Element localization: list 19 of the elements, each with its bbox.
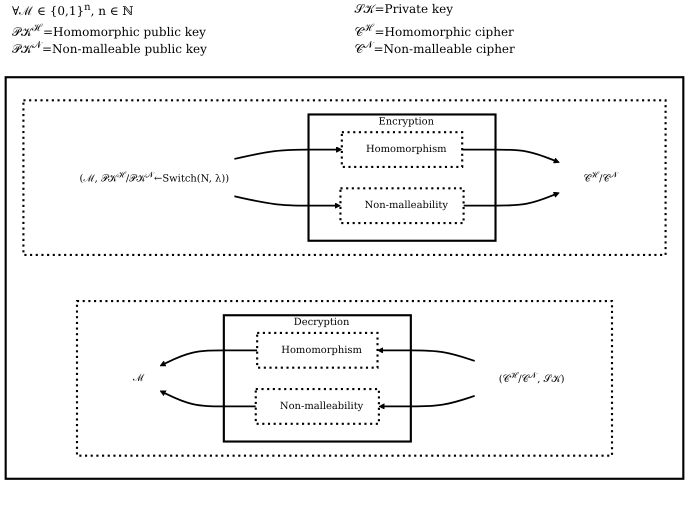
- legend-note: 𝒫𝒦$^{𝒩}$=Non-malleable public key: [12, 40, 207, 56]
- node-text: 𝒞$^{ℋ}$/𝒞$^{𝒩}$: [583, 170, 618, 184]
- node-text: (ℳ, 𝒫𝒦$^{ℋ}$/𝒫𝒦$^{𝒩}$←Switch(N, λ)): [79, 170, 230, 184]
- arrow: [160, 390, 256, 408]
- arrow: [377, 347, 475, 362]
- legend-note: 𝒫𝒦$^{ℋ}$=Homomorphic public key: [12, 22, 206, 39]
- arrow: [464, 192, 560, 207]
- node-text: ℳ: [133, 372, 144, 384]
- legend-note: 𝒮𝒦=Private key: [354, 2, 454, 18]
- cluster: [4, 76, 684, 480]
- arrow: [234, 195, 341, 209]
- legend-note: 𝒞$^{ℋ}$=Homomorphic cipher: [354, 22, 514, 39]
- arrow: [234, 146, 342, 160]
- arrow: [378, 395, 475, 410]
- arrow: [160, 349, 258, 366]
- legend-note: ∀ℳ ∈ {0,1}$^{n}$, n ∈ ℕ: [12, 2, 134, 19]
- arrow: [462, 148, 560, 164]
- legend-note: 𝒞$^{𝒩}$=Non-malleable cipher: [354, 40, 515, 56]
- node-text: (𝒞$^{ℋ}$/𝒞$^{𝒩}$, 𝒮𝒦): [498, 370, 564, 386]
